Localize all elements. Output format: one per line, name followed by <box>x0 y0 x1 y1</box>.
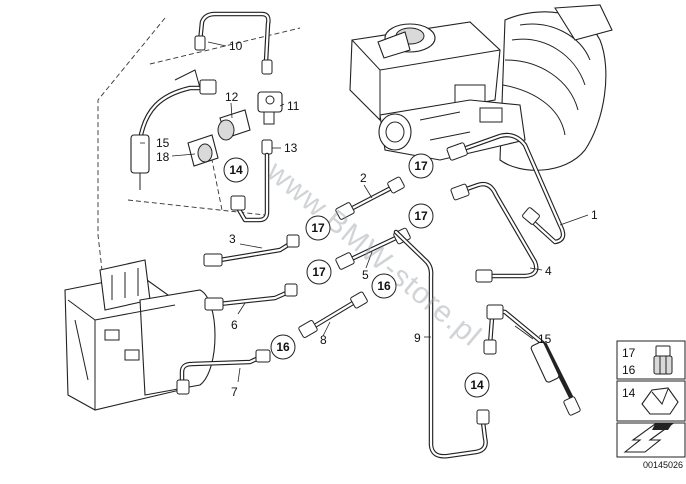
leader-lines <box>140 41 589 383</box>
pipe-3 <box>203 234 300 267</box>
arrow-icon <box>623 423 674 453</box>
circle-label-14-lower: 14 <box>470 378 484 392</box>
part-label-4: 4 <box>545 264 552 278</box>
part-label-2: 2 <box>360 171 367 185</box>
circle-label-17-a: 17 <box>414 159 428 173</box>
circle-label-16-b: 16 <box>276 340 290 354</box>
part-label-7: 7 <box>231 385 238 399</box>
fitting-nut-icon <box>653 345 673 375</box>
legend-label-14: 14 <box>622 386 636 400</box>
master-cylinder <box>378 99 526 161</box>
pipe-7 <box>176 349 271 395</box>
part-label-10: 10 <box>229 39 243 53</box>
legend: 17 16 14 <box>616 340 686 458</box>
part-labels: 10 12 11 15 18 13 2 3 1 4 5 6 8 9 15 7 <box>156 39 598 399</box>
part-label-18: 18 <box>156 150 170 164</box>
brake-booster <box>499 4 613 171</box>
pipe-6 <box>204 283 298 311</box>
part-label-5: 5 <box>362 268 369 282</box>
tee-fitting-11 <box>257 91 283 125</box>
part-label-11: 11 <box>287 99 300 113</box>
circle-label-17-d: 17 <box>312 265 326 279</box>
part-label-1: 1 <box>591 208 598 222</box>
part-label-13: 13 <box>284 141 298 155</box>
circle-labels: 14 17 17 17 17 16 16 14 <box>223 153 490 398</box>
pipe-4 <box>450 181 539 283</box>
legend-label-16: 16 <box>622 363 636 377</box>
pipe-10 <box>194 11 273 75</box>
pipe-2 <box>335 176 405 220</box>
part-label-15-lower: 15 <box>538 332 552 346</box>
part-label-15-upper: 15 <box>156 136 170 150</box>
pipe-1 <box>446 132 566 245</box>
circle-label-14-upper: 14 <box>229 163 243 177</box>
watermark: www.BMW-store.pl <box>260 154 488 353</box>
hydraulic-unit <box>64 259 216 411</box>
circle-label-17-c: 17 <box>311 221 325 235</box>
image-number: 00145026 <box>643 460 683 470</box>
hose-15-lower <box>483 304 581 416</box>
bracket-clip-icon <box>641 387 679 415</box>
pipe-13-group <box>230 139 273 223</box>
part-label-12: 12 <box>225 90 239 104</box>
part-label-8: 8 <box>320 333 327 347</box>
pipe-8 <box>298 291 368 338</box>
circle-label-17-b: 17 <box>414 209 428 223</box>
hose-15-upper <box>130 69 217 190</box>
pipe-9 <box>393 229 490 459</box>
part-label-3: 3 <box>229 232 236 246</box>
master-cylinder-reservoir <box>349 21 501 121</box>
part-label-9: 9 <box>414 331 421 345</box>
circle-label-16-a: 16 <box>377 279 391 293</box>
pressure-sensor <box>187 109 251 167</box>
part-label-6: 6 <box>231 318 238 332</box>
legend-label-17: 17 <box>622 346 636 360</box>
